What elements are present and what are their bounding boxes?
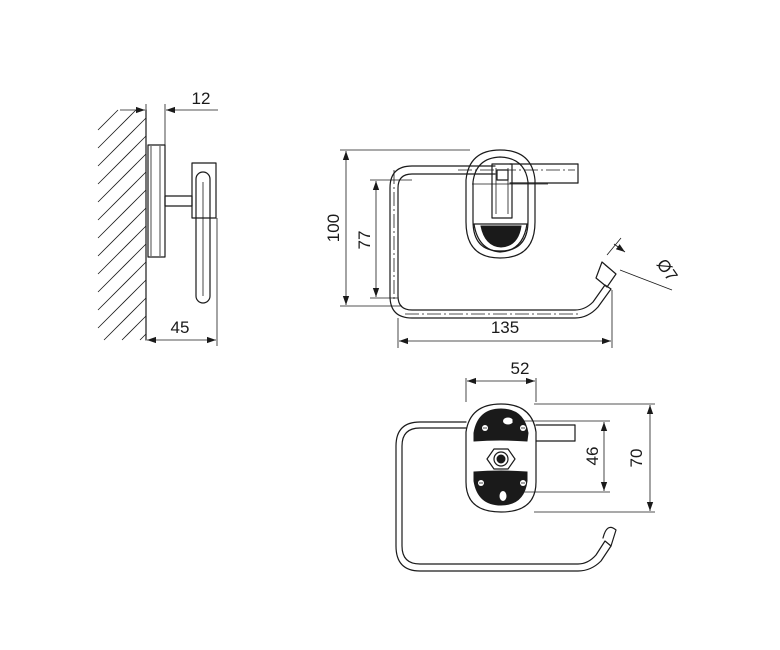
back-rod bbox=[395, 421, 617, 572]
wall-hatching bbox=[97, 109, 147, 341]
front-grip-cutout bbox=[480, 225, 522, 248]
side-holder-arm bbox=[164, 162, 217, 304]
front-base-plate bbox=[465, 149, 536, 259]
side-base-plate bbox=[147, 144, 166, 258]
dim-projection: 45 bbox=[171, 318, 190, 337]
dim-hole-spacing: 46 bbox=[583, 447, 602, 466]
dim-overall-height: 100 bbox=[324, 214, 343, 242]
dim-rod-diameter: Ø7 bbox=[653, 255, 682, 284]
side-dimensions: 12 45 bbox=[120, 89, 218, 346]
dim-base-height: 70 bbox=[627, 449, 646, 468]
dim-base-width: 52 bbox=[511, 359, 530, 378]
dim-inner-height: 77 bbox=[355, 231, 374, 250]
dim-overall-width: 135 bbox=[491, 318, 519, 337]
side-view: 12 45 bbox=[97, 89, 218, 346]
front-view: 100 77 135 Ø7 bbox=[324, 149, 682, 348]
back-view: 52 46 70 bbox=[395, 359, 655, 572]
back-base-plate bbox=[465, 403, 537, 513]
dim-wall-offset: 12 bbox=[192, 89, 211, 108]
front-rod bbox=[389, 163, 617, 319]
back-dimensions: 52 46 70 bbox=[465, 359, 655, 513]
front-dimensions: 100 77 135 Ø7 bbox=[324, 149, 682, 348]
